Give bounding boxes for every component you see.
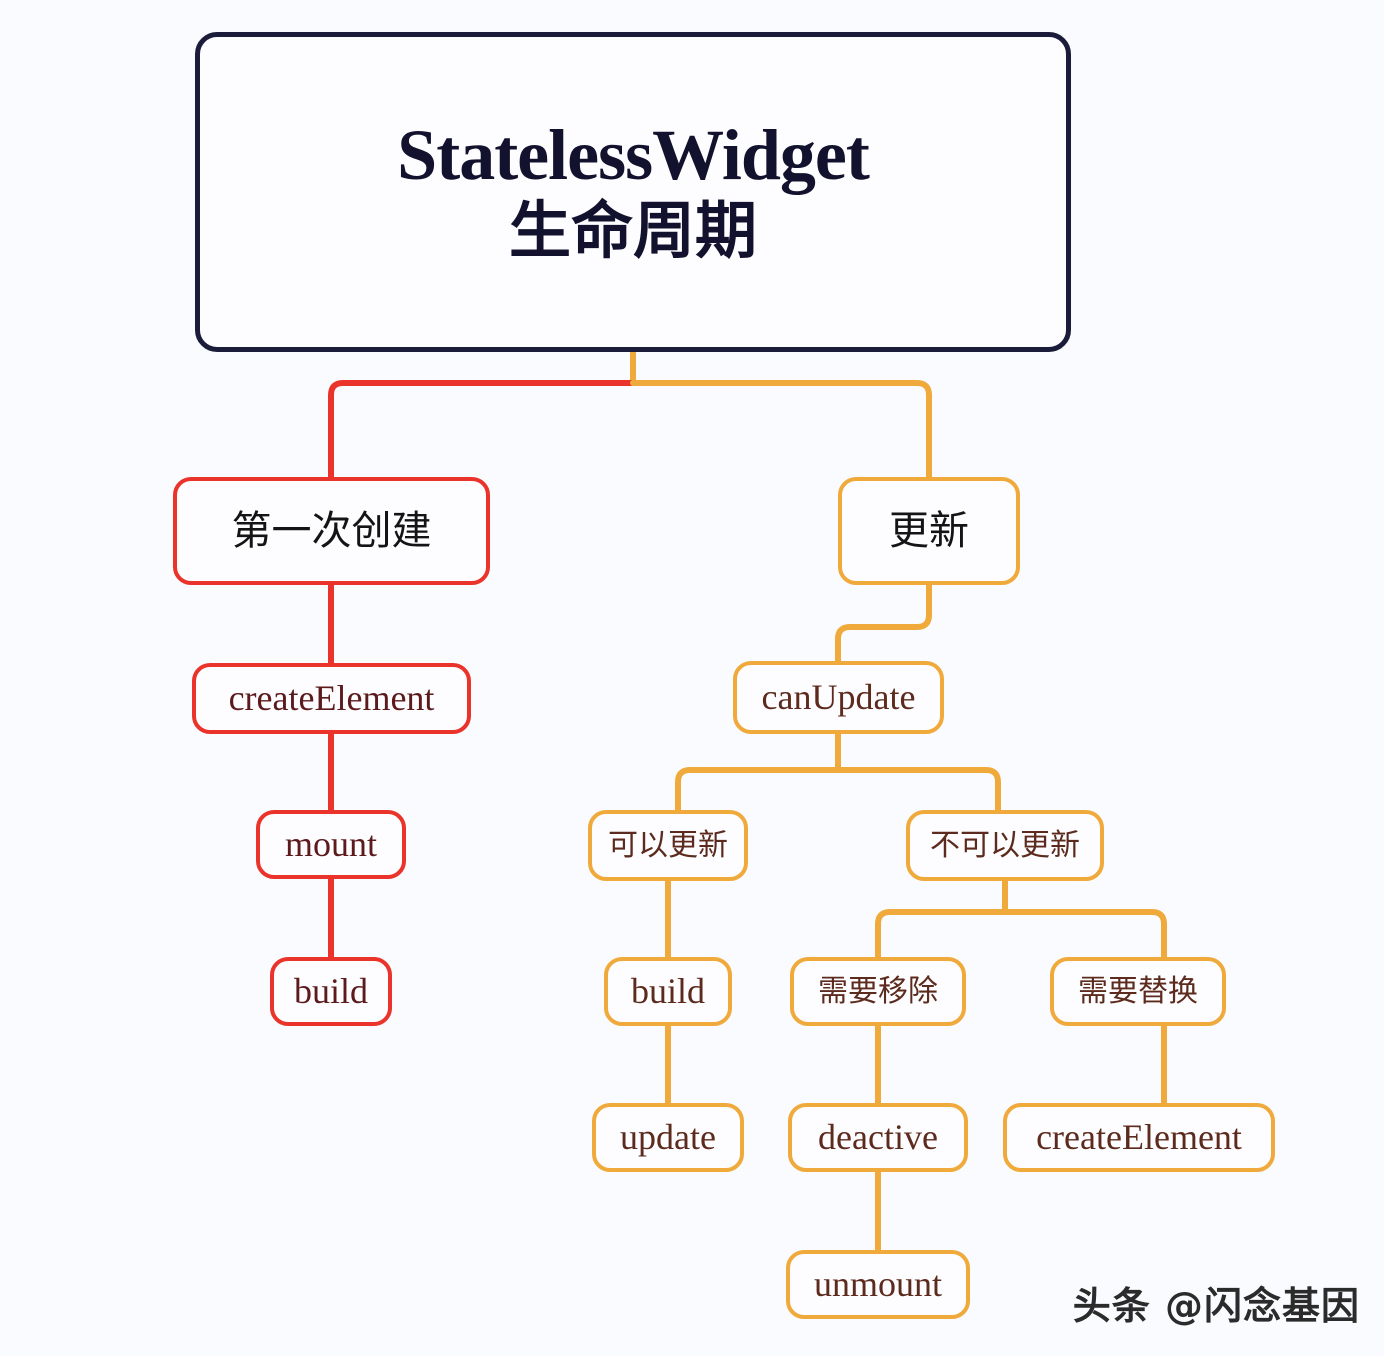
node-mount: mount bbox=[256, 810, 406, 879]
node-create-element-red-label: createElement bbox=[228, 677, 435, 718]
node-create-element-red: createElement bbox=[192, 663, 471, 734]
node-first-create-label: 第一次创建 bbox=[231, 508, 432, 554]
node-deactive-label: deactive bbox=[818, 1116, 938, 1157]
node-unmount: unmount bbox=[786, 1250, 970, 1319]
node-need-replace-label: 需要替换 bbox=[1078, 974, 1198, 1009]
node-update-head: 更新 bbox=[838, 477, 1020, 585]
node-need-replace: 需要替换 bbox=[1050, 957, 1226, 1026]
node-unmount-label: unmount bbox=[813, 1263, 942, 1304]
root-title-node: StatelessWidget 生命周期 bbox=[195, 32, 1071, 352]
watermark: 头条 @闪念基因 bbox=[1073, 1275, 1360, 1330]
node-build-red: build bbox=[270, 957, 392, 1026]
root-title-en: StatelessWidget bbox=[397, 114, 870, 195]
node-deactive: deactive bbox=[788, 1103, 968, 1172]
node-build-orange-label: build bbox=[630, 970, 705, 1011]
node-can-update-label: canUpdate bbox=[761, 676, 916, 717]
node-update-method-label: update bbox=[620, 1116, 716, 1157]
root-title-cn: 生命周期 bbox=[508, 194, 757, 268]
node-can-update-no-label: 不可以更新 bbox=[930, 828, 1080, 863]
node-update-head-label: 更新 bbox=[889, 508, 969, 554]
node-need-remove: 需要移除 bbox=[790, 957, 966, 1026]
node-build-red-label: build bbox=[293, 970, 368, 1011]
node-first-create: 第一次创建 bbox=[173, 477, 490, 585]
node-create-element-orange-label: createElement bbox=[1036, 1116, 1242, 1157]
node-need-remove-label: 需要移除 bbox=[818, 974, 938, 1009]
node-can-update: canUpdate bbox=[733, 661, 944, 734]
node-can-update-yes-label: 可以更新 bbox=[608, 828, 728, 863]
node-update-method: update bbox=[592, 1103, 744, 1172]
node-mount-label: mount bbox=[284, 823, 377, 864]
watermark-text: 头条 @闪念基因 bbox=[1072, 1284, 1360, 1328]
node-can-update-yes: 可以更新 bbox=[588, 810, 748, 881]
node-build-orange: build bbox=[604, 957, 732, 1026]
node-can-update-no: 不可以更新 bbox=[906, 810, 1104, 881]
node-create-element-orange: createElement bbox=[1003, 1103, 1275, 1172]
